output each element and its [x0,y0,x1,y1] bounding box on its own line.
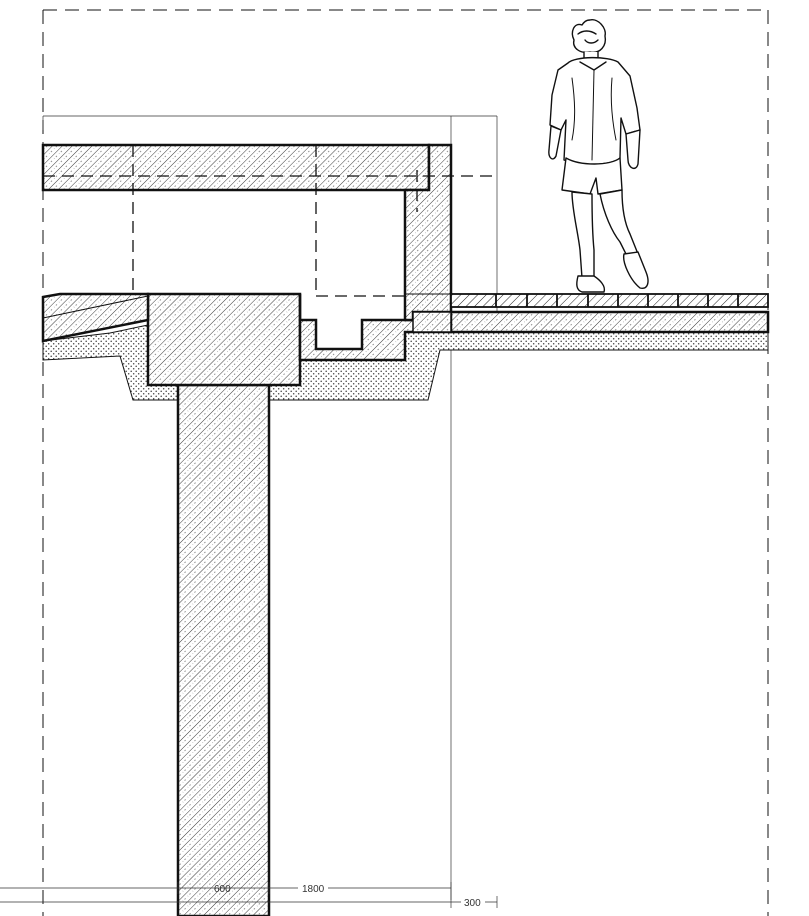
dimension-label-600: 600 [214,884,231,895]
person-figure [548,19,649,293]
dimension-line [0,882,498,908]
dimension-label-300: 300 [464,898,481,909]
concrete-column [176,383,271,916]
bench-top-slab [41,143,431,192]
sloped-slab [41,292,150,343]
walkway-slab [449,310,770,334]
hidden-lines [43,145,497,297]
pile-cap [146,292,302,387]
dashed-frame [42,9,769,916]
dimension-label-1800: 1800 [302,884,325,895]
paving-stones [450,293,769,308]
